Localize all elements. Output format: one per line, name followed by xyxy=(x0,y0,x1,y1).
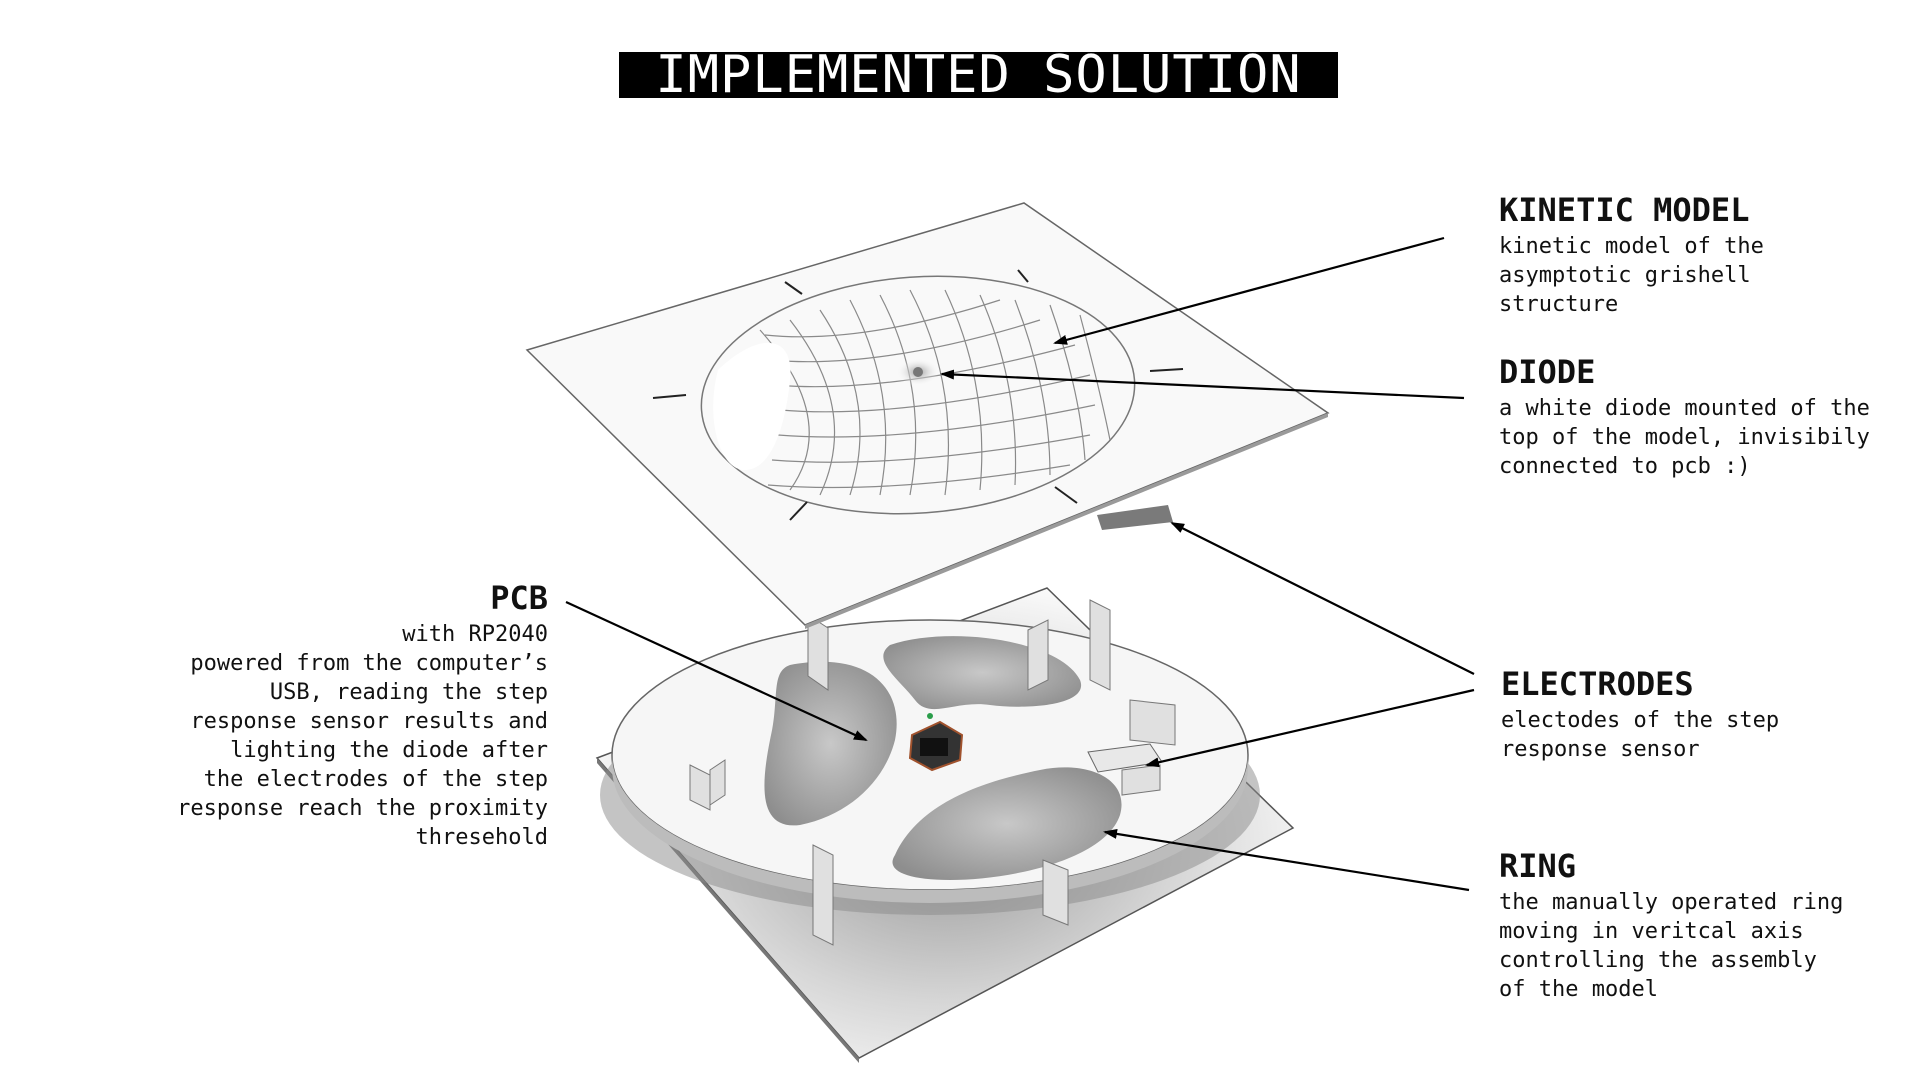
support-fins xyxy=(689,599,1176,946)
diode-led xyxy=(913,367,923,377)
electrodes-heading: ELECTRODES xyxy=(1501,665,1694,703)
kinetic-model-label: KINETIC MODEL kinetic model of the asymp… xyxy=(1499,192,1899,319)
electrode-block-top xyxy=(1097,505,1173,530)
diode-heading: DIODE xyxy=(1499,353,1596,391)
kinetic-model-description: kinetic model of the asymptotic grishell… xyxy=(1499,234,1764,317)
pcb-board xyxy=(908,713,964,772)
kinetic-model-heading: KINETIC MODEL xyxy=(1499,191,1750,229)
kinetic-model-arrow xyxy=(1053,236,1445,345)
electrodes-label: ELECTRODES electodes of the step respons… xyxy=(1501,666,1901,764)
diode-arrow xyxy=(940,369,1465,400)
page-title: IMPLEMENTED SOLUTION xyxy=(619,52,1338,98)
electrodes-description: electodes of the step response sensor xyxy=(1501,708,1780,762)
ring-hole-bottom xyxy=(892,767,1122,880)
ring-hole-left xyxy=(764,661,897,826)
ring-heading: RING xyxy=(1499,847,1577,885)
pcb-arrow xyxy=(565,601,868,741)
pcb-label: PCB with RP2040 powered from the compute… xyxy=(130,580,548,852)
diode-description: a white diode mounted of the top of the … xyxy=(1499,396,1870,479)
electrodes-arrow-top xyxy=(1170,522,1475,675)
diode-label: DIODE a white diode mounted of the top o… xyxy=(1499,354,1909,481)
top-plate xyxy=(525,202,1330,626)
top-plate-edge xyxy=(805,413,1328,629)
ring-label: RING the manually operated ring moving i… xyxy=(1499,848,1899,1004)
electrodes-arrow-ring xyxy=(1145,688,1475,768)
kinetic-model-circle xyxy=(700,275,1136,515)
leader-arrows xyxy=(565,236,1475,892)
kinetic-model-void xyxy=(713,342,791,470)
ring-arrow xyxy=(1103,828,1470,892)
ring-description: the manually operated ring moving in ver… xyxy=(1499,890,1844,1002)
plate-tick-marks xyxy=(652,269,1184,521)
pcb-heading: PCB xyxy=(490,579,548,617)
pcb-description: with RP2040 powered from the computer’s … xyxy=(177,622,548,850)
